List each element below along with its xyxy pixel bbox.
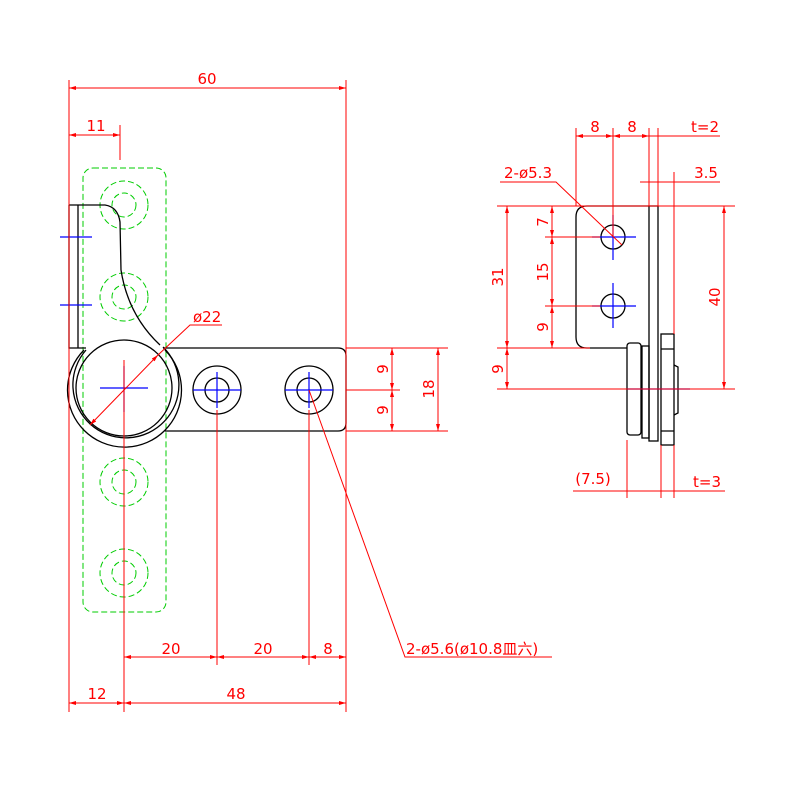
dim-arm-half-top: 9	[374, 364, 392, 374]
dim-total-height: 40	[706, 287, 724, 306]
part-outline	[66, 204, 347, 448]
dim-plate-thickness: t=2	[691, 118, 719, 136]
dim-plate-height: 31	[489, 267, 507, 286]
dim-hole-to-plate: 8	[627, 118, 637, 136]
side-view: 8 8 t=2 3.5 2-ø5.3 7 15 9 31 9 40 (7.5) …	[489, 118, 735, 498]
dim-overall-width: 60	[197, 70, 216, 88]
dim-offset: 3.5	[694, 164, 718, 182]
dim-arm-thickness: t=3	[693, 473, 721, 491]
dim-left-offset: 12	[87, 685, 106, 703]
dim-pivot-diameter: ø22	[193, 308, 221, 326]
dim-washer-width: (7.5)	[575, 470, 611, 488]
dim-top-to-hole: 7	[534, 217, 552, 227]
dim-hole-pitch-1: 20	[161, 640, 180, 658]
dim-hole-from-edge: 8	[590, 118, 600, 136]
hole-callout-countersunk: 2-ø5.6(ø10.8皿六)	[406, 640, 538, 658]
dim-bottom-to-center: 9	[489, 364, 507, 374]
dim-hole-to-bottom: 9	[534, 322, 552, 332]
dim-hole-pitch: 15	[534, 262, 552, 281]
dim-flange-offset: 11	[86, 117, 105, 135]
side-hole-callout: 2-ø5.3	[504, 164, 552, 182]
dim-arm-height: 18	[420, 379, 438, 398]
dim-arm-half-bottom: 9	[374, 405, 392, 415]
dim-end-margin: 8	[323, 640, 333, 658]
side-outline	[575, 205, 679, 446]
dim-arm-length: 48	[226, 685, 245, 703]
dim-hole-pitch-2: 20	[253, 640, 272, 658]
front-view: 60 11 ø22 9 9 18 20 20 8 12 48 2-ø5.6(ø1…	[60, 70, 552, 712]
